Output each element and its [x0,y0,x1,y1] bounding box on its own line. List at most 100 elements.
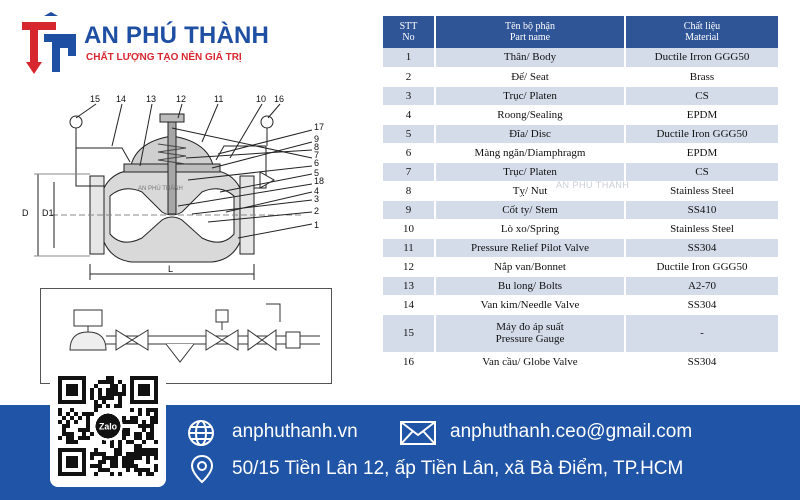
cell-part-name: Nắp van/Bonnet [435,257,626,277]
cell-no: 2 [383,67,436,87]
cell-no: 6 [383,143,436,163]
table-row: 5 Đĩa/ Disc Ductile Iron GGG50 [383,124,778,144]
cell-material: Stainless Steel [625,219,778,239]
cell-material: CS [625,162,778,182]
cell-no: 7 [383,162,436,182]
drawing-stamp: AN PHÚ THÀNH [138,185,183,192]
table-row: 2 Đế/ Seat Brass [383,67,778,87]
valve-cross-section-drawing: 15 14 13 12 11 10 16 17 9 8 7 6 5 18 4 3… [22,94,324,280]
brand-logo: AN PHÚ THÀNH CHẤT LƯỢNG TẠO NÊN GIÁ TRỊ [22,12,269,78]
callout-7: 7 [314,150,319,160]
table-row: 8 Tỵ/ Nut Stainless Steel [383,181,778,201]
part-name-line: Van cầu/ Globe Valve [482,355,578,368]
callout-3: 3 [314,194,319,204]
cell-no: 10 [383,219,436,239]
brand-name: AN PHÚ THÀNH [84,22,270,49]
cell-no: 12 [383,257,436,277]
cell-part-name: Trục/ Platen [435,162,626,182]
callout-2: 2 [314,206,319,216]
cell-part-name: Roong/Sealing [435,105,626,125]
qr-code[interactable]: Zalo [58,373,158,479]
cell-material: Stainless Steel [625,181,778,201]
cell-no: 5 [383,124,436,144]
cell-no: 15 [383,314,436,353]
part-name-line: Nắp van/Bonnet [494,260,566,273]
callout-5: 5 [314,168,319,178]
part-name-line: Cốt ty/ Stem [502,203,558,216]
cell-material: SS304 [625,352,778,372]
cell-material: SS410 [625,200,778,220]
part-name-line: Máy đo áp suất [496,321,564,333]
envelope-icon [400,421,436,445]
part-name-line: Trục/ Platen [503,165,557,178]
callout-1: 1 [314,220,319,230]
dimension-d1: D1 [42,208,54,218]
part-name-line: Van kim/Needle Valve [480,298,580,311]
cell-material: Ductile Iron GGG50 [625,257,778,277]
cell-no: 1 [383,48,436,68]
cell-material: SS304 [625,238,778,258]
cell-material: SS304 [625,295,778,315]
brand-slogan: CHẤT LƯỢNG TẠO NÊN GIÁ TRỊ [86,52,242,63]
callout-14: 14 [116,94,126,104]
cell-part-name: Lò xo/Spring [435,219,626,239]
part-name-line: Pressure Relief Pilot Valve [470,241,590,254]
cell-part-name: Đế/ Seat [435,67,626,87]
dimension-d: D [22,208,29,218]
part-name-line: Đế/ Seat [511,70,549,83]
cell-material: Ductile Iron GGG50 [625,124,778,144]
cell-part-name: Pressure Relief Pilot Valve [435,238,626,258]
callout-10: 10 [256,94,266,104]
table-row: 10 Lò xo/Spring Stainless Steel [383,219,778,239]
cell-no: 11 [383,238,436,258]
part-name-line: Pressure Gauge [495,333,565,345]
watermark: AN PHÚ THÀNH [556,180,630,190]
email-link[interactable]: anphuthanh.ceo@gmail.com [450,421,693,442]
cell-material: CS [625,86,778,106]
qr-code-frame[interactable]: Zalo [50,365,166,487]
callout-18: 18 [314,176,324,186]
part-name-line: Trục/ Platen [503,89,557,102]
table-row: 13 Bu long/ Bolts A2-70 [383,276,778,296]
cell-no: 3 [383,86,436,106]
cell-part-name: Van cầu/ Globe Valve [435,352,626,372]
part-name-line: Bu long/ Bolts [497,279,563,292]
callout-13: 13 [146,94,156,104]
part-name-line: Lò xo/Spring [500,222,560,235]
cell-material: A2-70 [625,276,778,296]
cell-no: 8 [383,181,436,201]
zalo-badge-icon [93,411,123,441]
cell-part-name: Màng ngăn/Diamphragm [435,143,626,163]
callout-9: 9 [314,134,319,144]
zalo-badge-label: Zalo [99,422,118,432]
website-link[interactable]: anphuthanh.vn [232,421,358,442]
table-row: 12 Nắp van/Bonnet Ductile Iron GGG50 [383,257,778,277]
part-name-line: Thân/ Body [503,51,557,64]
callout-6: 6 [314,158,319,168]
table-row: 11 Pressure Relief Pilot Valve SS304 [383,238,778,258]
part-name-line: Đĩa/ Disc [509,127,551,140]
callout-12: 12 [176,94,186,104]
callout-4: 4 [314,186,319,196]
location-pin-icon [190,454,214,484]
callout-11: 11 [214,94,223,104]
cell-material: Brass [625,67,778,87]
part-name-line: Tỵ/ Nut [512,184,548,197]
cell-no: 13 [383,276,436,296]
part-name-line: Màng ngăn/Diamphragm [474,146,586,159]
callout-8: 8 [314,142,319,152]
logo-mark-icon [22,12,76,74]
